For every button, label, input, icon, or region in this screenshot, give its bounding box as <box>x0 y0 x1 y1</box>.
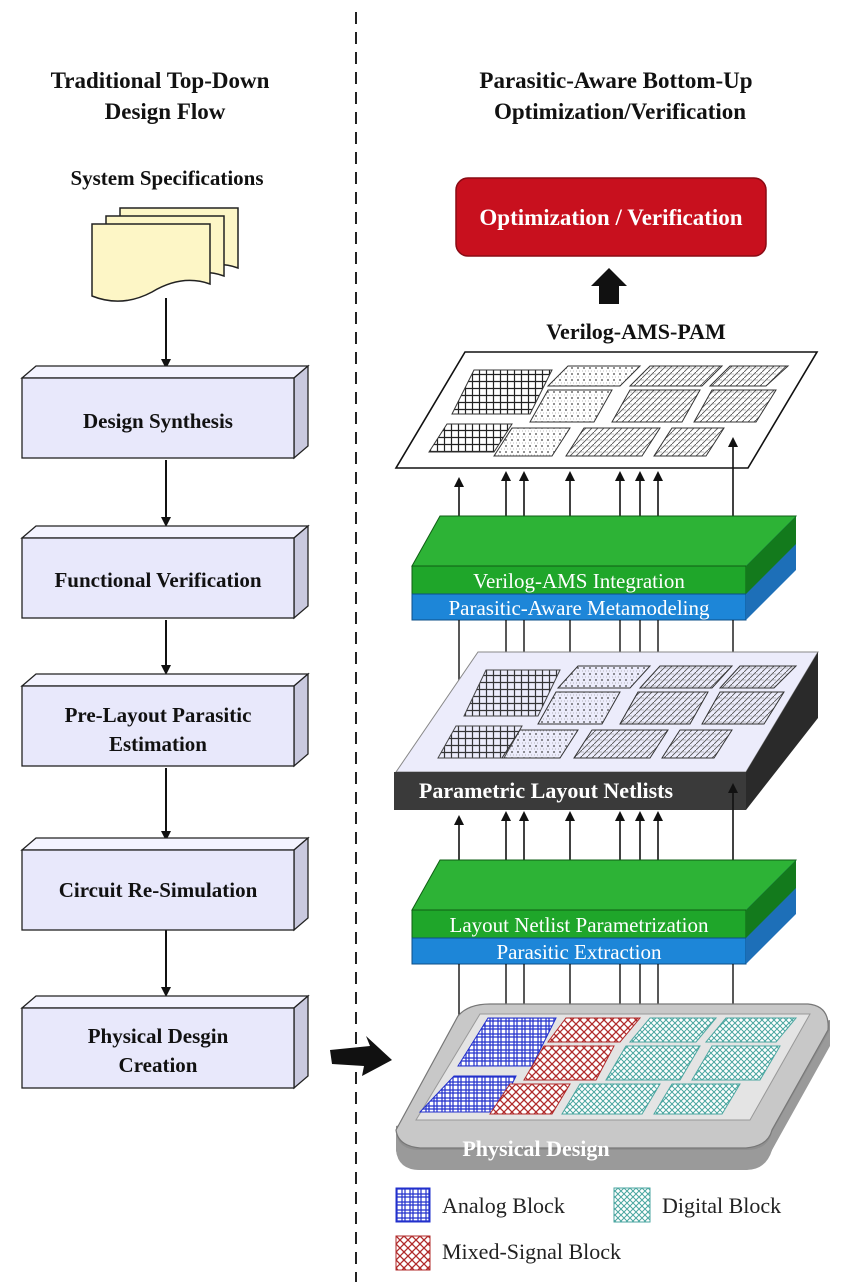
step-label-line2: Creation <box>119 1053 198 1077</box>
step-box-design-synthesis: Design Synthesis <box>20 364 310 460</box>
step-box-pre-layout-estimation: Pre-Layout Parasitic Estimation <box>20 672 310 768</box>
lower-stack-slab: Layout Netlist Parametrization Parasitic… <box>411 859 797 965</box>
metamodeling-label: Parasitic-Aware Metamodeling <box>448 596 710 620</box>
right-title-line2: Optimization/Verification <box>494 99 746 124</box>
legend-digital: Digital Block <box>662 1193 781 1218</box>
step-label: Functional Verification <box>54 568 261 592</box>
step-label-line1: Pre-Layout Parasitic <box>65 703 252 727</box>
optimization-box: Optimization / Verification <box>455 177 767 257</box>
netlist-plane: Parametric Layout Netlists <box>394 651 819 810</box>
step-box-physical-design-creation: Physical Desgin Creation <box>20 994 310 1090</box>
left-title-line1: Traditional Top-Down <box>51 68 270 93</box>
mixed-swatch <box>395 1235 431 1271</box>
right-title-line1: Parasitic-Aware Bottom-Up <box>479 68 752 93</box>
spec-label: System Specifications <box>70 166 263 190</box>
physical-design-platform: Physical Design <box>395 1003 830 1170</box>
netlist-label: Parametric Layout Netlists <box>419 778 674 803</box>
left-title-line2: Design Flow <box>105 99 226 124</box>
digital-swatch <box>613 1187 651 1223</box>
analog-swatch <box>395 1187 431 1223</box>
physical-design-label: Physical Design <box>462 1136 609 1161</box>
step-label: Design Synthesis <box>83 409 233 433</box>
legend-mixed: Mixed-Signal Block <box>442 1239 621 1264</box>
verilog-integration-label: Verilog-AMS Integration <box>473 569 685 593</box>
up-arrow-icon <box>591 268 627 304</box>
step-label-line1: Physical Desgin <box>88 1024 229 1048</box>
transition-arrow-icon <box>330 1036 392 1076</box>
step-box-circuit-resimulation: Circuit Re-Simulation <box>20 836 310 932</box>
legend-analog: Analog Block <box>442 1193 565 1218</box>
document-stack-icon <box>91 207 239 302</box>
step-label: Circuit Re-Simulation <box>59 878 258 902</box>
extraction-label: Parasitic Extraction <box>496 940 662 964</box>
step-box-functional-verification: Functional Verification <box>20 524 310 620</box>
verilog-ams-pam-plane <box>394 351 819 469</box>
parametrization-label: Layout Netlist Parametrization <box>450 913 709 937</box>
legend: Analog Block Digital Block Mixed-Signal … <box>395 1187 781 1271</box>
verilog-ams-pam-label: Verilog-AMS-PAM <box>546 319 726 344</box>
upper-stack-slab: Verilog-AMS Integration Parasitic-Aware … <box>411 515 797 621</box>
step-label-line2: Estimation <box>109 732 207 756</box>
optimization-label: Optimization / Verification <box>479 205 742 230</box>
